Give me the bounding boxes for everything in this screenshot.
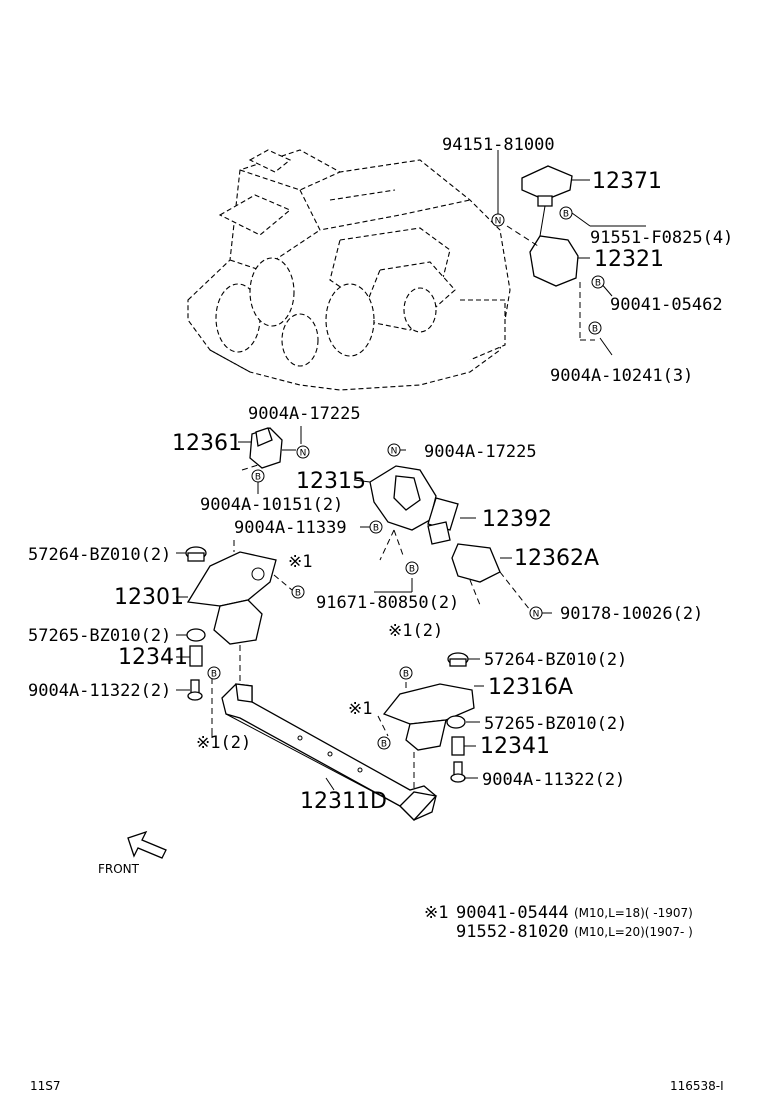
label-12371: 12371 xyxy=(592,169,662,194)
svg-text:B: B xyxy=(381,740,387,750)
marker-n-3: N xyxy=(387,443,401,457)
label-12341-right: 12341 xyxy=(480,734,550,759)
label-9004a-10241: 9004A-10241(3) xyxy=(550,366,693,386)
mount-12316A xyxy=(377,652,484,790)
label-57264-bz010-right: 57264-BZ010(2) xyxy=(484,650,627,670)
label-9004a-17225-left: 9004A-17225 xyxy=(248,404,361,424)
svg-text:N: N xyxy=(533,610,540,620)
label-90041-05462: 90041-05462 xyxy=(610,295,723,315)
rear-mount-group xyxy=(497,150,646,356)
label-9004a-11322-left: 9004A-11322(2) xyxy=(28,681,171,701)
label-9004a-11322-right: 9004A-11322(2) xyxy=(482,770,625,790)
svg-text:B: B xyxy=(295,589,301,599)
label-57265-bz010-left: 57265-BZ010(2) xyxy=(28,626,171,646)
ref-mark-1-b: ※1(2) xyxy=(388,621,443,641)
marker-b-9: B xyxy=(399,666,413,680)
svg-text:N: N xyxy=(495,217,502,227)
label-57265-bz010-right: 57265-BZ010(2) xyxy=(484,714,627,734)
marker-b-7: B xyxy=(291,585,305,599)
marker-b-2: B xyxy=(591,275,605,289)
svg-text:B: B xyxy=(592,325,598,335)
label-12316a: 12316A xyxy=(488,675,573,700)
label-9004a-10151: 9004A-10151(2) xyxy=(200,495,343,515)
marker-n-2: N xyxy=(296,445,310,459)
marker-b-8: B xyxy=(207,666,221,680)
footnote-mark: ※1 xyxy=(424,903,448,923)
marker-b-5: B xyxy=(369,520,383,534)
mount-12315 xyxy=(353,449,552,614)
svg-text:N: N xyxy=(300,449,307,459)
engine-outline xyxy=(187,149,511,391)
marker-b-10: B xyxy=(377,736,391,750)
mount-12361 xyxy=(238,426,302,494)
label-12361: 12361 xyxy=(172,431,242,456)
front-arrow-icon xyxy=(127,830,167,859)
corner-code-right: 116538-I xyxy=(670,1079,724,1093)
mount-12301 xyxy=(176,540,293,738)
corner-code-left: 11S7 xyxy=(30,1079,61,1093)
footnote-spec-1: (M10,L=18)( -1907) xyxy=(574,906,693,920)
front-label: FRONT xyxy=(98,862,140,876)
label-12311d: 12311D xyxy=(300,789,387,814)
marker-b-3: B xyxy=(588,321,602,335)
label-57264-bz010-left: 57264-BZ010(2) xyxy=(28,545,171,565)
crossmember-12311D xyxy=(221,683,438,821)
label-94151-81000: 94151-81000 xyxy=(442,135,555,155)
label-90178-10026: 90178-10026(2) xyxy=(560,604,703,624)
label-9004a-11339: 9004A-11339 xyxy=(234,518,347,538)
label-12341-left: 12341 xyxy=(118,645,188,670)
svg-text:B: B xyxy=(211,670,217,680)
svg-text:B: B xyxy=(255,473,261,483)
label-12362a: 12362A xyxy=(514,546,599,571)
ref-mark-1-a: ※1 xyxy=(288,552,312,572)
label-9004a-17225-center: 9004A-17225 xyxy=(424,442,537,462)
svg-text:B: B xyxy=(563,210,569,220)
svg-text:B: B xyxy=(403,670,409,680)
footnote-spec-2: (M10,L=20)(1907- ) xyxy=(574,925,693,939)
footnote-part-2: 91552-81020 xyxy=(456,922,569,942)
ref-mark-1-d: ※1(2) xyxy=(196,733,251,753)
label-12321: 12321 xyxy=(594,247,664,272)
marker-b-1: B xyxy=(559,206,573,220)
label-91551-f0825: 91551-F0825(4) xyxy=(590,228,733,248)
marker-n-4: N xyxy=(529,606,543,620)
marker-n-1: N xyxy=(491,213,505,227)
label-12392: 12392 xyxy=(482,507,552,532)
label-91671-80850: 91671-80850(2) xyxy=(316,593,459,613)
svg-text:B: B xyxy=(409,565,415,575)
svg-text:B: B xyxy=(373,524,379,534)
label-12301: 12301 xyxy=(114,585,184,610)
footnote-part-1: 90041-05444 xyxy=(456,903,569,923)
ref-mark-1-c: ※1 xyxy=(348,699,372,719)
svg-text:B: B xyxy=(595,279,601,289)
label-12315: 12315 xyxy=(296,469,366,494)
marker-b-6: B xyxy=(405,561,419,575)
svg-text:N: N xyxy=(391,447,398,457)
marker-b-4: B xyxy=(251,469,265,483)
